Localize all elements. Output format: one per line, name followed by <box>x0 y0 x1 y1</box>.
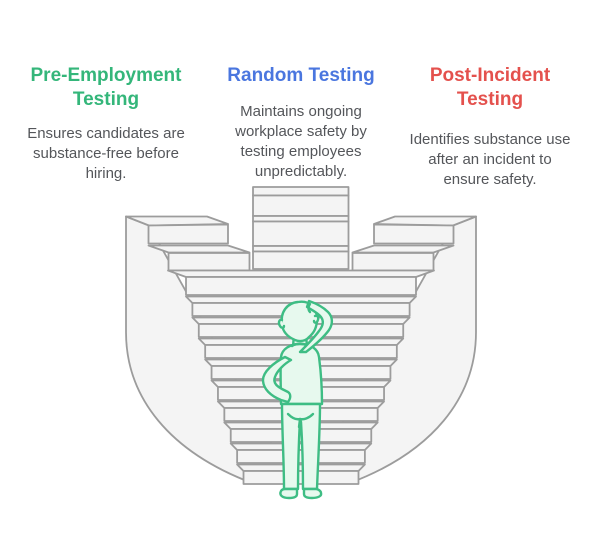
step-top-face <box>236 463 366 472</box>
person-right-shoe <box>302 487 323 500</box>
person-right-ear <box>312 314 320 324</box>
person-left-ear <box>277 318 286 329</box>
step-front-face <box>185 276 417 296</box>
central-staircase <box>167 269 435 485</box>
person-hip-arm <box>261 355 293 404</box>
right-landing-front <box>373 223 455 245</box>
tower-slab <box>252 194 350 217</box>
step-front-face <box>236 449 366 464</box>
person-hip-crease <box>286 412 315 429</box>
step-top-face <box>167 269 435 278</box>
column-post-incident: Post-Incident Testing Identifies substan… <box>395 64 585 190</box>
column-title: Random Testing <box>227 65 375 86</box>
tower-slab <box>252 220 350 247</box>
column-title: Pre-Employment Testing <box>30 65 182 110</box>
right-step2-top <box>351 244 455 254</box>
tower-slab <box>252 250 350 270</box>
person-legs <box>280 402 322 491</box>
person-left-shoe <box>279 487 299 500</box>
person-figure <box>261 299 334 500</box>
column-title: Post-Incident Testing <box>429 65 551 110</box>
step-front-face <box>242 470 360 485</box>
column-description: Identifies substance use after an incide… <box>409 131 571 188</box>
left-step2-top <box>147 244 251 254</box>
column-description: Maintains ongoing workplace safety by te… <box>235 103 367 180</box>
column-random: Random Testing Maintains ongoing workpla… <box>206 64 396 182</box>
left-step2-front <box>167 252 251 272</box>
tower-slab <box>252 186 350 197</box>
column-pre-employment: Pre-Employment Testing Ensures candidate… <box>11 64 201 184</box>
column-description: Ensures candidates are substance-free be… <box>27 125 185 182</box>
right-step2-front <box>351 252 435 272</box>
left-landing-front <box>147 223 229 245</box>
central-tower <box>252 186 350 270</box>
side-landings <box>125 215 477 272</box>
person-raised-arm <box>298 299 334 354</box>
person-fingers <box>307 302 312 314</box>
